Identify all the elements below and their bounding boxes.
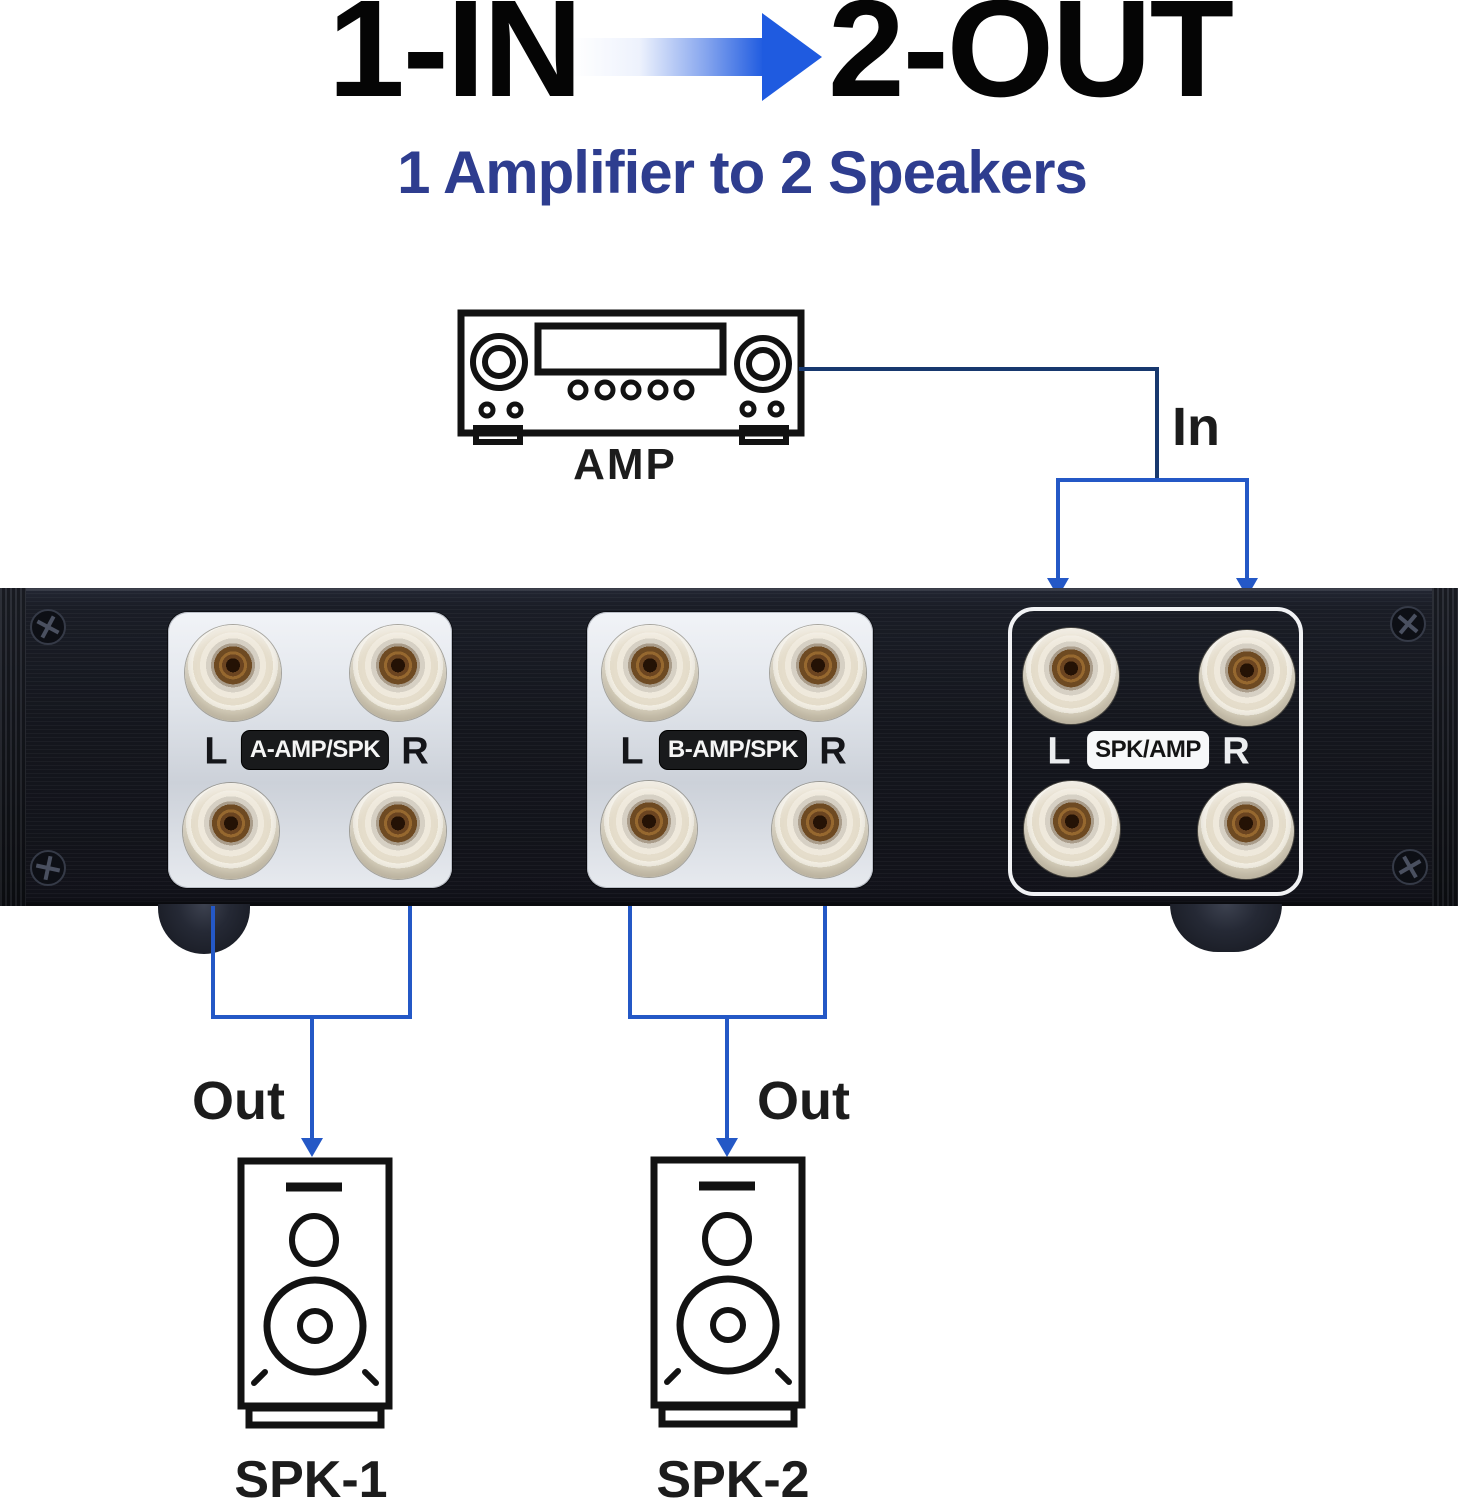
section-input-left-channel-label: L — [1047, 730, 1071, 773]
section-a-badge: A-AMP/SPK — [241, 731, 389, 769]
binding-post-b-right-bottom — [772, 782, 868, 878]
device-foot-right — [1170, 904, 1282, 952]
amp-knob-left — [470, 333, 528, 391]
binding-post-a-right-top — [350, 625, 446, 721]
section-input-outline — [1008, 607, 1303, 896]
in-line-left — [1056, 478, 1060, 580]
amp-to-in-line-horizontal — [799, 367, 1158, 371]
amp-label: AMP — [573, 440, 677, 489]
binding-post-in-right-top — [1199, 630, 1295, 726]
speaker-1-label: SPK-1 — [234, 1451, 388, 1500]
screw-icon — [30, 609, 66, 645]
device-foot-left — [158, 904, 250, 954]
out1-arrow — [301, 1138, 323, 1157]
amp-to-in-line-vertical — [1155, 367, 1159, 481]
out-right-label: Out — [757, 1071, 850, 1131]
binding-post-b-right-top — [770, 625, 866, 721]
out2-line-left — [628, 906, 632, 1017]
amp-knob-right — [734, 335, 792, 393]
amplifier-icon — [457, 309, 805, 445]
screw-icon — [1392, 849, 1428, 885]
out2-line-down — [725, 1015, 729, 1140]
binding-post-in-left-top — [1023, 628, 1119, 724]
section-input-badge: SPK/AMP — [1087, 731, 1209, 769]
binding-post-a-left-top — [185, 625, 281, 721]
amp-foot-left — [473, 425, 523, 445]
screw-icon — [1390, 606, 1426, 642]
section-a-left-channel-label: L — [204, 730, 228, 773]
title-right: 2-OUT — [828, 0, 1234, 126]
amp-buttons — [567, 379, 695, 401]
in-line-right — [1245, 478, 1249, 580]
section-b-right-channel-label: R — [819, 730, 847, 773]
section-b-badge: B-AMP/SPK — [659, 731, 807, 769]
binding-post-b-left-top — [602, 625, 698, 721]
binding-post-in-right-bottom — [1198, 783, 1294, 879]
in-label: In — [1172, 397, 1220, 457]
section-input-right-channel-label: R — [1222, 730, 1250, 773]
panel-right-edge — [1432, 588, 1458, 906]
section-b-left-channel-label: L — [620, 730, 644, 773]
binding-post-in-left-bottom — [1024, 781, 1120, 877]
amp-small-dots — [478, 400, 785, 419]
right-arrow-icon — [762, 13, 822, 101]
binding-post-b-left-bottom — [601, 781, 697, 877]
out1-line-down — [310, 1015, 314, 1140]
out1-line-right — [408, 906, 412, 1017]
speaker-2-icon — [649, 1155, 807, 1428]
amp-foot-right — [739, 425, 789, 445]
section-a-right-channel-label: R — [401, 730, 429, 773]
speaker-2-label: SPK-2 — [656, 1451, 810, 1500]
title-arrow-shaft — [572, 38, 764, 76]
binding-post-a-left-bottom — [183, 783, 279, 879]
out-left-label: Out — [192, 1071, 285, 1131]
screw-icon — [30, 850, 66, 886]
binding-post-a-right-bottom — [350, 783, 446, 879]
amp-display — [534, 322, 727, 376]
subtitle: 1 Amplifier to 2 Speakers — [397, 139, 1088, 206]
out2-arrow — [716, 1138, 738, 1157]
in-split-bar — [1056, 478, 1249, 482]
panel-left-edge — [0, 588, 26, 906]
title-left: 1-IN — [328, 0, 583, 126]
speaker-1-icon — [236, 1156, 394, 1429]
out1-line-left — [211, 906, 215, 1017]
out2-line-right — [823, 906, 827, 1017]
